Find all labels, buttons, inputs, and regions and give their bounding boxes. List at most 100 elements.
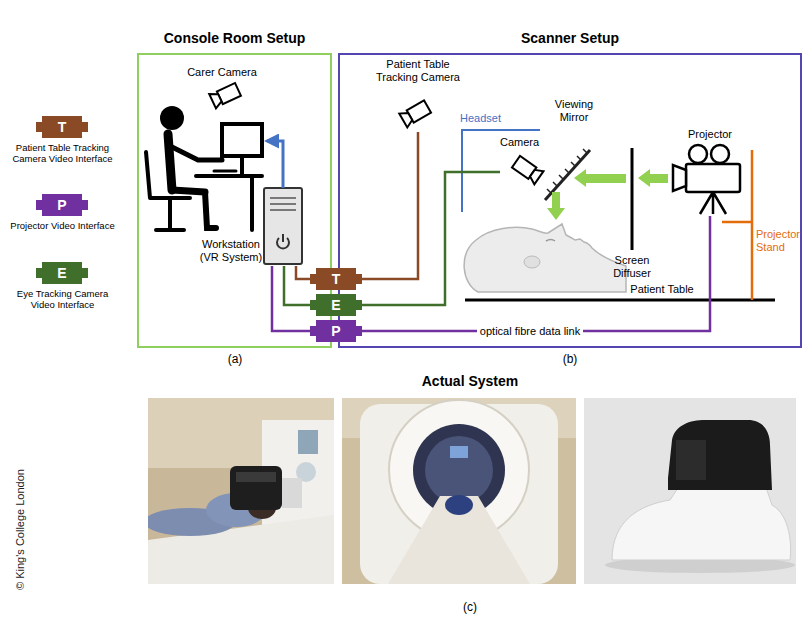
video-link [362,132,418,279]
panel-letter: (a) [215,352,255,366]
light-arrow [638,169,668,187]
tower-case [264,188,302,264]
head-coil [282,478,302,508]
carer-figure [146,106,262,230]
carer-head [160,106,184,130]
head-profile [464,224,626,292]
mirror-hatch [547,149,587,193]
patient-legs [445,495,473,515]
tracking-camera: Patient Table Tracking Camera [372,58,464,132]
light-arrow [547,192,565,220]
video-interface: T [310,268,362,290]
interface-shape [36,194,88,216]
ear [524,256,540,268]
carer-leg [205,192,216,228]
display-link [267,141,283,188]
carer-torso [168,134,172,190]
desk [196,176,262,230]
monitor-stand [240,156,244,174]
legend-text: Projector Video Interface [5,220,120,231]
reel [689,145,707,163]
eye [546,240,555,242]
carer-thigh [172,190,205,192]
headset-detail [236,472,276,482]
panel-heading: Console Room Setup [139,29,330,47]
interface-shape [36,116,88,138]
monitor [222,124,262,156]
projector-stand [722,150,752,300]
headset [230,466,282,510]
interface-letter: E [310,294,362,316]
light-arrow [574,169,626,187]
interface-shape [36,262,88,284]
node-label: Camera [500,136,544,149]
table [388,496,530,584]
photo-device [584,398,796,584]
device-hood [668,420,772,490]
camera-lens [399,110,414,128]
video-link [362,172,500,305]
diffuser-label: Screen Diffuser [600,254,664,280]
section-title: Actual System [370,372,570,390]
copyright: © King's College London [14,450,27,610]
node-label: Projector [672,128,748,141]
interface-shape [310,294,362,316]
tower-slots [270,198,296,210]
panel-heading: Scanner Setup [340,29,800,47]
projector-lens [673,165,686,191]
link-label: optical fibre data link [477,325,583,338]
node-label: Patient Table Tracking Camera [372,58,464,84]
screen-diffuser [631,148,634,250]
panel-letter: (b) [550,352,590,366]
bore-screen [450,446,468,458]
workstation-tower [264,188,302,264]
scanner-panel [298,430,318,454]
mirror-label: Viewing Mirror [545,98,603,124]
camera-lens [528,167,544,185]
console-room-frame: Console Room SetupWorkstation (VR System… [137,53,332,348]
video-link [296,266,310,279]
workstation: Workstation (VR System) [195,186,305,266]
scanner-bore [425,436,493,504]
photo-headset [148,398,334,584]
photo-ground [584,398,796,584]
keyboard [214,170,236,173]
tracking-camera-icon [399,100,431,128]
chair [146,152,190,230]
table-label: Patient Table [626,283,698,296]
camera-lens [209,91,223,109]
legend-text: Eye Tracking Camera Video Interface [5,288,120,310]
projector-body [686,164,740,192]
video-interface: P [310,320,362,342]
interface-letter: T [310,268,362,290]
patient-table [465,299,775,302]
interface-letter: E [36,262,88,284]
interface-letter: T [36,116,88,138]
tripod [700,192,726,214]
video-interface: E [310,294,362,316]
power-symbol [282,234,284,242]
video-link [362,216,710,331]
projector: Projector [672,128,748,216]
projector-icon [673,145,740,214]
headset-label: Headset [460,112,510,125]
interface-shape [310,320,362,342]
photo-scanner [342,398,576,584]
panel-letter: (c) [450,600,490,614]
interface-shape [310,268,362,290]
carer-camera-icon [209,82,241,108]
carer-arm [170,146,222,160]
photo-ground [148,398,334,584]
reel [711,145,729,163]
scanner-frame: Scanner SetupPatient Table Tracking Came… [338,53,802,348]
hood-panel [676,440,706,480]
patient-head [464,224,626,292]
node-label: Workstation (VR System) [195,238,267,264]
photo-ground [342,398,576,584]
video-link [272,266,310,331]
eye-tracking-camera: Camera [500,136,550,186]
